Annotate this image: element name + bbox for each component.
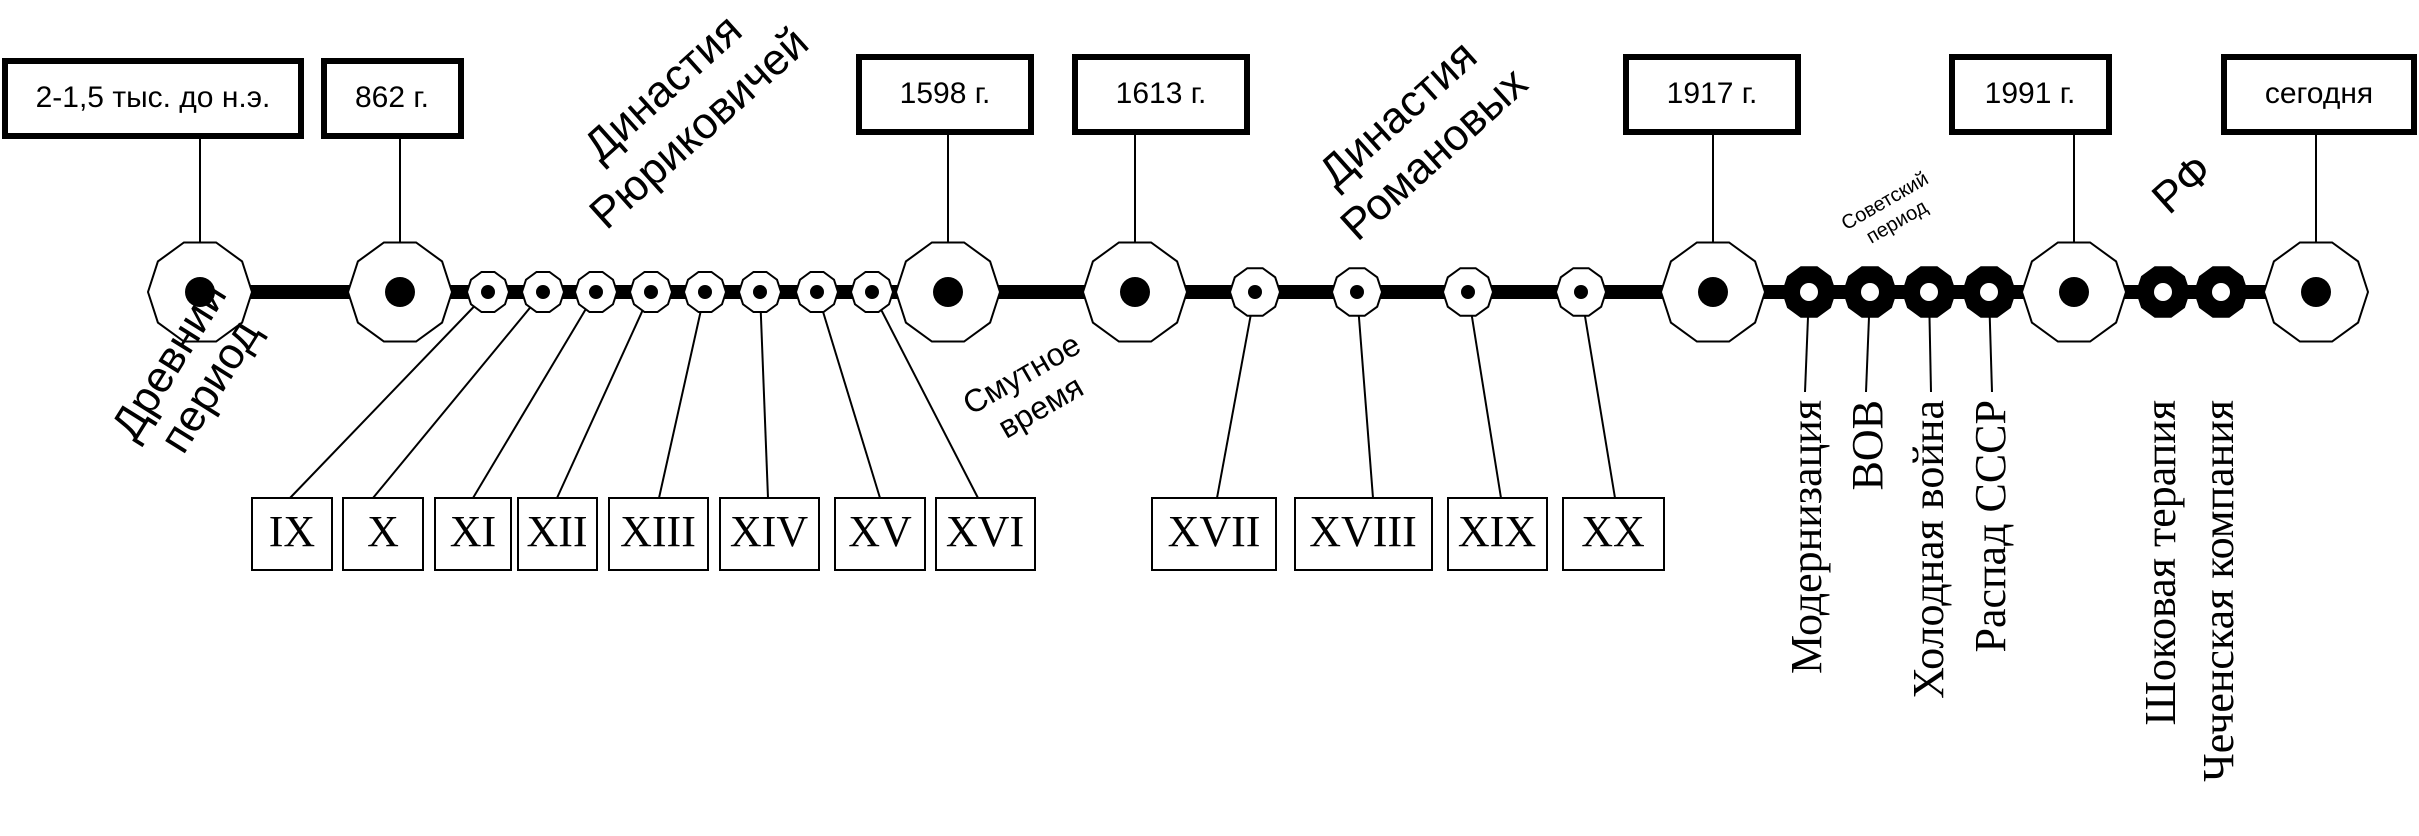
century-label: XV (848, 507, 912, 556)
date-label: 1613 г. (1116, 77, 1207, 110)
date-box-1917: 1917 г. (1623, 54, 1801, 135)
date-label: 1991 г. (1985, 77, 2076, 110)
century-label: XVII (1168, 507, 1261, 556)
date-markers (146, 241, 2370, 343)
date-label: 1598 г. (900, 77, 991, 110)
century-connectors (289, 291, 1616, 499)
century-label: XII (526, 507, 587, 556)
marker-1598 (894, 241, 1002, 343)
date-label: сегодня (2265, 77, 2373, 110)
date-connectors (199, 132, 2317, 285)
century-box-xiii: XIII (608, 497, 709, 571)
event-labels: Модернизация ВОВ Холодная война Распад С… (1782, 400, 2243, 782)
date-box-today: сегодня (2221, 54, 2417, 135)
date-box-1991: 1991 г. (1949, 54, 2112, 135)
event-connectors (1804, 291, 1993, 393)
century-label: XVIII (1309, 507, 1417, 556)
century-box-xi: XI (434, 497, 512, 571)
event-label: Шоковая терапия (2136, 400, 2185, 726)
marker-1917 (1659, 241, 1767, 343)
period-troubles: Смутное время (956, 326, 1089, 445)
date-label: 862 г. (355, 81, 429, 114)
century-box-xvi: XVI (935, 497, 1036, 571)
period-rurik: Династия Рюриковичей (575, 5, 818, 239)
event-markers (1781, 266, 2249, 318)
event-label: ВОВ (1843, 400, 1892, 490)
date-label: 1917 г. (1667, 77, 1758, 110)
century-box-xx: XX (1562, 497, 1665, 571)
event-label: Модернизация (1782, 400, 1831, 674)
century-box-xviii: XVIII (1294, 497, 1433, 571)
century-label: XIX (1458, 507, 1536, 556)
century-box-xvii: XVII (1151, 497, 1277, 571)
century-box-xix: XIX (1447, 497, 1548, 571)
event-label: Распад СССР (1966, 400, 2015, 653)
century-box-x: X (342, 497, 424, 571)
century-box-xv: XV (834, 497, 926, 571)
date-box-1598: 1598 г. (856, 54, 1034, 135)
century-label: XIV (730, 507, 808, 556)
period-soviet: Советский период (1838, 168, 1933, 249)
period-romanov: Династия Романовых (1310, 31, 1537, 250)
century-box-xii: XII (517, 497, 598, 571)
date-box-ancient: 2-1,5 тыс. до н.э. (2, 58, 304, 139)
date-box-1613: 1613 г. (1072, 54, 1250, 135)
century-label: XI (450, 507, 496, 556)
century-label: XX (1581, 507, 1645, 556)
marker-today (2262, 241, 2370, 343)
marker-1991 (2020, 241, 2128, 343)
marker-862 (346, 241, 454, 343)
date-label: 2-1,5 тыс. до н.э. (36, 81, 271, 114)
century-box-ix: IX (251, 497, 333, 571)
period-ancient: Древний период (102, 273, 270, 461)
period-rf: РФ (2143, 145, 2222, 223)
century-box-xiv: XIV (719, 497, 820, 571)
date-box-862: 862 г. (321, 58, 464, 139)
century-label: IX (269, 507, 315, 556)
century-label: XVI (946, 507, 1024, 556)
event-label: Чеченская компания (2194, 400, 2243, 782)
century-markers (465, 267, 1608, 317)
century-label: X (367, 507, 399, 556)
marker-ancient (146, 241, 254, 343)
event-label: Холодная война (1904, 400, 1953, 699)
century-label: XIII (620, 507, 696, 556)
marker-1613 (1081, 241, 1189, 343)
